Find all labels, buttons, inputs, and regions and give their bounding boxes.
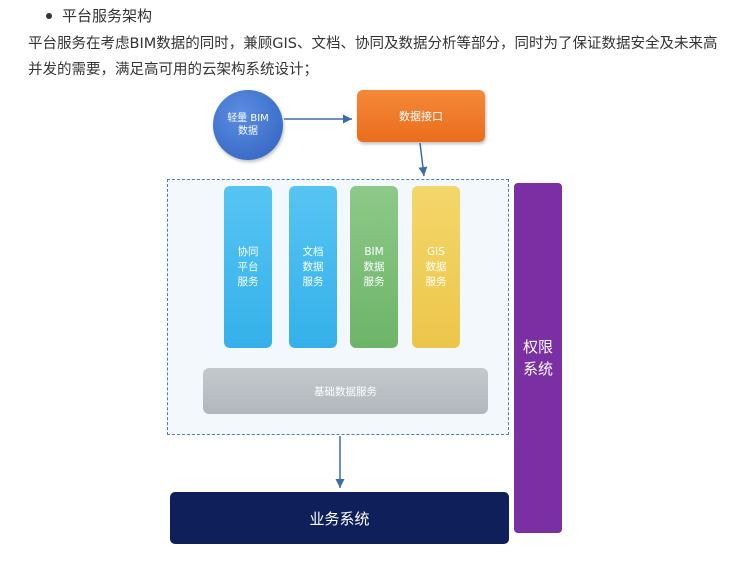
- lightweight-bim-node: 轻量 BIM 数据: [213, 90, 283, 160]
- service-gis: GIS 数据服务: [412, 186, 460, 348]
- service-gis-label: GIS 数据服务: [425, 245, 447, 288]
- service-collab: 协同平台服务: [224, 186, 272, 348]
- bullet-icon: [46, 13, 52, 19]
- base-data-service-label: 基础数据服务: [314, 385, 377, 398]
- section-heading: 平台服务架构: [46, 6, 152, 26]
- service-document-label: 文档数据服务: [302, 245, 324, 288]
- service-document: 文档数据服务: [289, 186, 337, 348]
- business-system-node: 业务系统: [170, 492, 509, 544]
- base-data-service: 基础数据服务: [203, 368, 488, 414]
- lightweight-bim-label: 轻量 BIM 数据: [227, 113, 269, 137]
- service-bim-label: BIM 数据服务: [363, 245, 385, 288]
- data-interface-node: 数据接口: [357, 90, 485, 142]
- arrow-interface-to-platform: [418, 142, 428, 177]
- data-interface-label: 数据接口: [399, 110, 443, 123]
- heading-text: 平台服务架构: [62, 7, 153, 25]
- description-paragraph: 平台服务在考虑BIM数据的同时，兼顾GIS、文档、协同及数据分析等部分，同时为了…: [28, 36, 718, 78]
- service-collab-label: 协同平台服务: [237, 245, 259, 288]
- business-system-label: 业务系统: [309, 509, 370, 528]
- service-bim: BIM 数据服务: [350, 186, 398, 348]
- permission-system-node: 权限系统: [514, 183, 562, 533]
- permission-system-label: 权限系统: [522, 338, 553, 378]
